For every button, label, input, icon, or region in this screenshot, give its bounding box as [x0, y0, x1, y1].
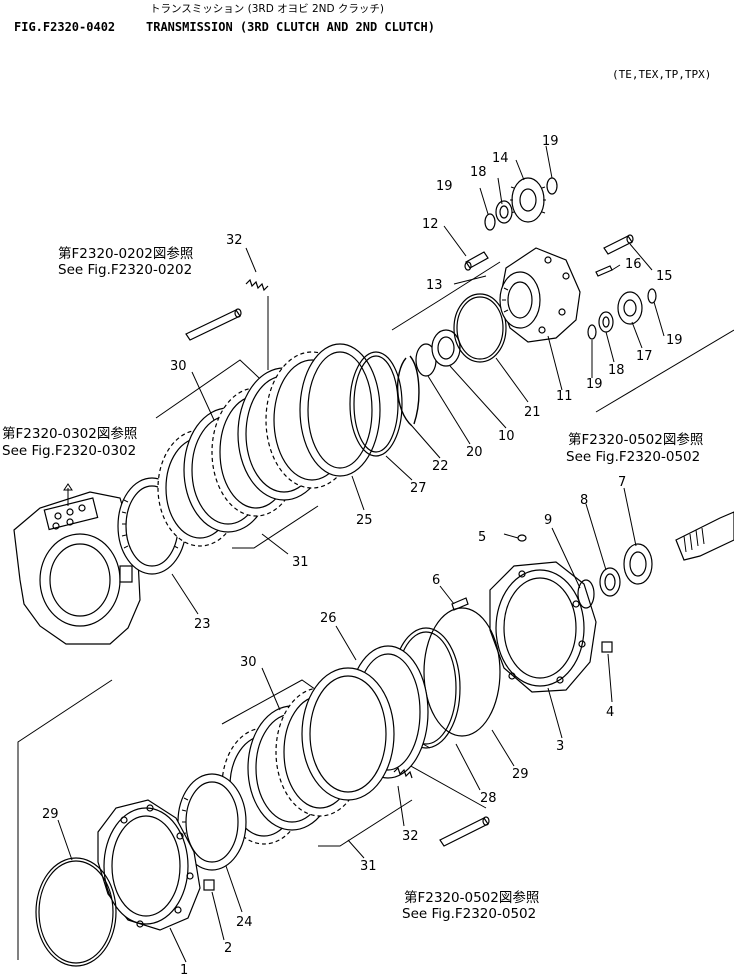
- ring-19-right-upper: [647, 288, 657, 304]
- snap-ring-22: [396, 355, 420, 427]
- piston-25: [299, 343, 381, 477]
- model-list: (TE,TEX,TP,TPX): [612, 68, 711, 81]
- callout-20: 20: [466, 445, 483, 460]
- svg-text:See Fig.F2320-0502: See Fig.F2320-0502: [402, 906, 536, 922]
- ring-19-top-left: [484, 213, 496, 231]
- reference-note-0302: 第F2320-0302図参照 See Fig.F2320-0302: [2, 425, 137, 459]
- callout-19-a: 19: [542, 134, 559, 149]
- callout-30-b: 30: [240, 655, 257, 670]
- callout-32-b: 32: [402, 829, 419, 844]
- callout-2: 2: [224, 941, 232, 956]
- housing-left: [13, 483, 141, 645]
- callout-13: 13: [426, 278, 443, 293]
- bearing-18-right: [598, 311, 614, 333]
- spring-32-upper: [245, 278, 269, 292]
- callout-18-b: 18: [608, 363, 625, 378]
- ring-9: [577, 579, 595, 609]
- spring-32-lower: [393, 766, 413, 779]
- jp-title: トランスミッション (3RD オヨビ 2ND クラッチ): [150, 3, 384, 15]
- callout-27: 27: [410, 481, 427, 496]
- callout-22: 22: [432, 459, 449, 474]
- callout-numbers: 19 14 18 19 12 13 16 15 17 19 18 19 11 2…: [42, 134, 683, 976]
- svg-text:See Fig.F2320-0502: See Fig.F2320-0502: [566, 449, 700, 465]
- plug-2: [203, 879, 215, 891]
- callout-10: 10: [498, 429, 515, 444]
- figure-title: TRANSMISSION (3RD CLUTCH AND 2ND CLUTCH): [146, 20, 435, 34]
- callout-31-b: 31: [360, 859, 377, 874]
- callout-30-a: 30: [170, 359, 187, 374]
- callout-32-a: 32: [226, 233, 243, 248]
- figure-code: FIG.F2320-0402: [14, 20, 115, 34]
- discs-lower: [221, 667, 395, 845]
- callout-7: 7: [618, 475, 626, 490]
- callout-17: 17: [636, 349, 653, 364]
- callout-25: 25: [356, 513, 373, 528]
- shaft-12: [464, 251, 489, 271]
- callout-23: 23: [194, 617, 211, 632]
- svg-text:第F2320-0202図参照: 第F2320-0202図参照: [58, 245, 193, 262]
- reference-note-0202: 第F2320-0202図参照 See Fig.F2320-0202: [58, 245, 193, 278]
- callout-6: 6: [432, 573, 440, 588]
- callout-5: 5: [478, 530, 486, 545]
- callout-19-b: 19: [436, 179, 453, 194]
- callout-3: 3: [556, 739, 564, 754]
- pin-16: [595, 265, 613, 277]
- callout-1: 1: [180, 963, 188, 976]
- housing-3: [489, 561, 597, 693]
- callout-15: 15: [656, 269, 673, 284]
- callout-19-d: 19: [586, 377, 603, 392]
- callout-18-a: 18: [470, 165, 487, 180]
- pin-lower: [439, 816, 490, 847]
- callout-4: 4: [606, 705, 614, 720]
- ring-8: [599, 567, 621, 597]
- ring-29-lower: [35, 857, 117, 967]
- callout-12: 12: [422, 217, 439, 232]
- reference-note-0502-right: 第F2320-0502図参照 See Fig.F2320-0502: [566, 431, 703, 465]
- seal-21: [453, 293, 507, 363]
- svg-text:See Fig.F2320-0302: See Fig.F2320-0302: [2, 443, 136, 459]
- callout-26: 26: [320, 611, 337, 626]
- leader-lines: [57, 145, 665, 963]
- ring-19-right-lower: [587, 324, 597, 340]
- bearing-18-top: [495, 200, 513, 224]
- callout-16: 16: [625, 257, 642, 272]
- plug-4: [601, 641, 613, 653]
- bearing-10: [431, 329, 461, 367]
- callout-21: 21: [524, 405, 541, 420]
- callout-31-a: 31: [292, 555, 309, 570]
- housing-1: [97, 799, 201, 931]
- svg-text:第F2320-0502図参照: 第F2320-0502図参照: [404, 889, 539, 906]
- callout-29-b: 29: [42, 807, 59, 822]
- bearing-7: [623, 543, 653, 585]
- callout-28: 28: [480, 791, 497, 806]
- callout-29-a: 29: [512, 767, 529, 782]
- callout-11: 11: [556, 389, 573, 404]
- bracket-lines: [17, 261, 734, 960]
- pin-upper: [185, 308, 242, 341]
- ring-29-mid: [423, 607, 501, 737]
- pin-5: [517, 534, 527, 542]
- carrier-11: [499, 247, 581, 343]
- ring-19-top-right: [546, 177, 558, 195]
- callout-8: 8: [580, 493, 588, 508]
- seal-ring-27: [349, 351, 403, 457]
- callout-24: 24: [236, 915, 253, 930]
- gear-14: [510, 177, 546, 223]
- shaft-right: [675, 511, 734, 561]
- svg-text:See Fig.F2320-0202: See Fig.F2320-0202: [58, 262, 192, 278]
- svg-text:第F2320-0502図参照: 第F2320-0502図参照: [568, 431, 703, 448]
- gear-17: [617, 291, 643, 325]
- callout-9: 9: [544, 513, 552, 528]
- reference-note-0502-bottom: 第F2320-0502図参照 See Fig.F2320-0502: [402, 889, 539, 922]
- pin-6: [451, 597, 469, 611]
- svg-text:第F2320-0302図参照: 第F2320-0302図参照: [2, 425, 137, 442]
- callout-14: 14: [492, 151, 509, 166]
- callout-19-c: 19: [666, 333, 683, 348]
- shaft-15: [603, 234, 634, 255]
